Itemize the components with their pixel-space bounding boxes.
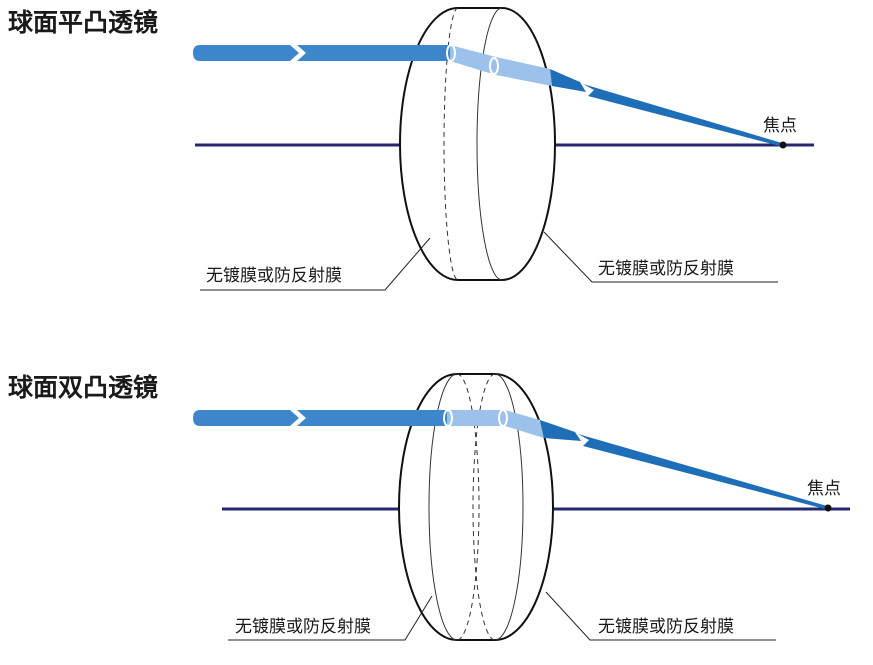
lens-front-rim — [476, 7, 503, 281]
incoming-beam-segment-b — [297, 45, 450, 61]
plano-convex-title: 球面平凸透镜 — [8, 8, 158, 37]
coating-label-left-2: 无镀膜或防反射膜 — [235, 617, 371, 637]
leader-line-right — [543, 231, 778, 283]
coating-label-right-2: 无镀膜或防反射膜 — [598, 617, 734, 637]
focal-point-label: 焦点 — [763, 116, 797, 136]
leader-line-left — [200, 237, 431, 291]
outgoing-beam-segment-b — [583, 84, 782, 146]
focal-point-label-2: 焦点 — [807, 479, 841, 499]
leader-line-right-2 — [545, 591, 776, 641]
beam-entry-spot-2 — [443, 409, 453, 427]
incoming-beam-segment-a — [193, 45, 299, 61]
bi-convex-title: 球面双凸透镜 — [8, 373, 158, 402]
coating-label-left: 无镀膜或防反射膜 — [206, 266, 342, 286]
incoming-beam-2 — [193, 410, 447, 426]
bi-convex-diagram: 球面双凸透镜 焦点 — [8, 373, 850, 641]
outgoing-beam-2 — [540, 420, 827, 509]
lens-left-face — [428, 373, 458, 641]
outgoing-beam-segment-a — [550, 69, 586, 92]
lens-right-face — [494, 373, 524, 641]
beam-entry-spot — [446, 44, 456, 62]
outgoing-beam-2-segment-b — [578, 434, 827, 509]
lens-back-face-hidden-2 — [472, 373, 496, 641]
coating-label-right: 无镀膜或防反射膜 — [598, 259, 734, 279]
outgoing-beam-2-segment-a — [540, 420, 581, 441]
inside-beam-2 — [447, 410, 544, 438]
outgoing-beam — [550, 69, 782, 146]
lens-back-face-hidden — [456, 373, 480, 641]
plano-convex-diagram: 球面平凸透镜 焦点 无镀膜或防反射膜 — [8, 7, 814, 291]
beam-exit-spot-2 — [498, 409, 508, 427]
bi-convex-lens — [398, 373, 554, 641]
inside-beam — [450, 45, 552, 86]
leader-line-left-2 — [228, 595, 433, 641]
beam-exit-spot — [489, 57, 499, 75]
incoming-beam-2-segment-b — [297, 410, 447, 426]
incoming-beam — [193, 45, 450, 61]
lens-back-rim-hidden — [443, 7, 459, 281]
focal-point-dot — [779, 141, 787, 149]
focal-point-dot-2 — [824, 504, 832, 512]
incoming-beam-2-segment-a — [193, 410, 299, 426]
